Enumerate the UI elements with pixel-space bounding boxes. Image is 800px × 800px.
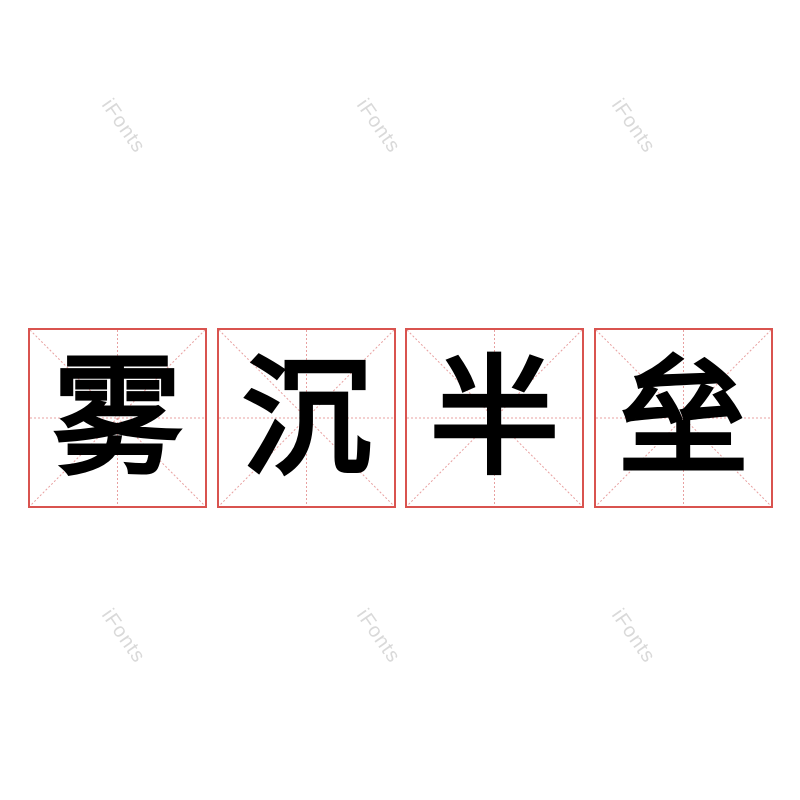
- character-box: 雾: [28, 328, 207, 508]
- grid-guide-lines: [596, 330, 771, 506]
- watermark: iFonts: [606, 95, 660, 158]
- watermark: iFonts: [606, 605, 660, 668]
- grid-guide-lines: [219, 330, 394, 506]
- watermark: iFonts: [351, 95, 405, 158]
- character-glyph: 雾: [52, 342, 183, 494]
- watermark: iFonts: [96, 605, 150, 668]
- character-grid-row: 雾 沉 半 垒: [28, 328, 773, 508]
- grid-guide-lines: [30, 330, 205, 506]
- watermark: iFonts: [351, 605, 405, 668]
- character-box: 垒: [594, 328, 773, 508]
- grid-guide-lines: [407, 330, 582, 506]
- character-box: 半: [405, 328, 584, 508]
- watermark: iFonts: [96, 95, 150, 158]
- character-glyph: 垒: [618, 342, 749, 494]
- character-glyph: 沉: [241, 342, 372, 494]
- character-box: 沉: [217, 328, 396, 508]
- character-glyph: 半: [429, 342, 560, 494]
